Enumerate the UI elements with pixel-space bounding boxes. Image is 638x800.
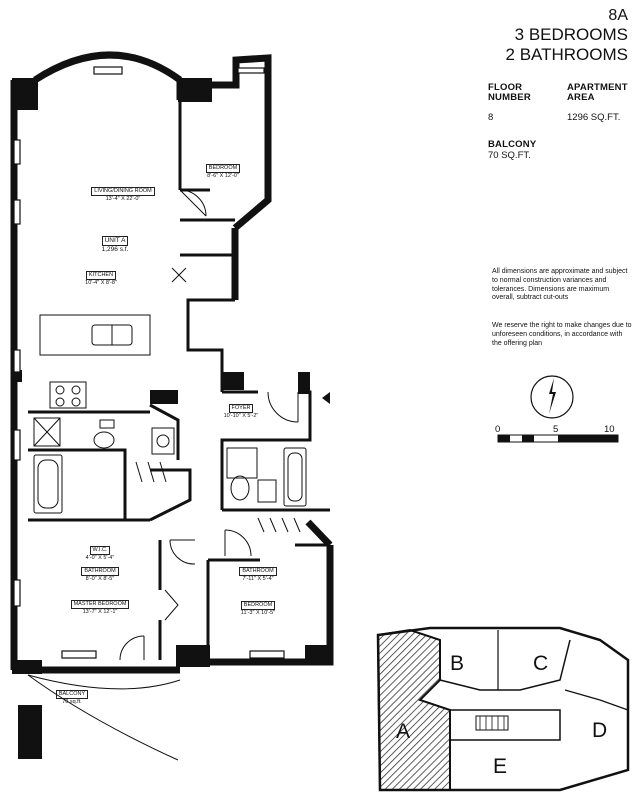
master-bedroom-dim: 13'-7" X 12'-1" [82,608,118,615]
room-label-bath2: BATHROOM 7'-11" X 5'-4" [235,567,281,583]
dimensions-disclaimer: All dimensions are approximate and subje… [492,268,628,302]
room-label-unit: UNIT A 1,296 s.f. [95,236,135,254]
room-label-master: MASTER BEDROOM 13'-7" X 12'-1" [70,600,130,616]
kitchen-name: KITCHEN [85,271,117,280]
entrance-arrow [322,392,330,404]
balcony-value: 70 SQ.FT. [488,150,531,161]
room-label-foyer: FOYER 10'-10" X 5'-2" [218,404,264,420]
floor-number-value: 8 [488,112,494,123]
key-plan-label-e: E [493,755,507,778]
north-arrow [530,375,574,419]
key-plan: A B C D E [376,626,630,792]
apartment-area-value: 1296 SQ.FT. [567,112,621,123]
bedroom-count: 3 BEDROOMS [514,25,628,44]
exterior-walls [10,51,334,674]
scale-bar: 0 5 10 [495,424,619,443]
kitchen-dim: 10'-4" X 8'-8" [85,279,117,286]
bath2-name: BATHROOM [239,567,277,576]
bedroom-top-name: BEDROOM [205,164,241,173]
room-label-wic: W.I.C. 4'-0" X 5'-4" [80,546,120,562]
wall-blocks [12,78,333,759]
scale-zero: 0 [495,424,500,435]
wic-name: W.I.C. [89,546,111,555]
foyer-dim: 10'-10" X 5'-2" [223,412,259,419]
bathroom-count: 2 BATHROOMS [505,45,628,64]
balcony-room-area: 70 sq.ft. [62,698,82,705]
key-plan-label-a: A [396,720,410,743]
key-plan-label-d: D [592,719,607,742]
key-plan-label-c: C [533,652,548,675]
room-label-living: LIVING/DINING ROOM 13'-4" X 22'-0" [78,187,168,203]
apartment-area-label: APARTMENT AREA [567,82,628,104]
scale-five: 5 [553,424,558,435]
wic-dim: 4'-0" X 5'-4" [85,554,115,561]
floor-number-label: FLOOR NUMBER [488,82,531,104]
foyer-name: FOYER [228,404,254,413]
bedroom-top-dim: 8'-6" X 12'-0" [207,172,239,179]
room-label-bath1: BATHROOM 8'-0" X 8'-5" [80,567,120,583]
unit-number: 8A [608,7,628,24]
room-label-bedroom2: BEDROOM 11'-3" X 10'-5" [235,601,281,617]
room-label-bedroom-top: BEDROOM 8'-6" X 12'-0" [198,164,248,180]
windows [13,66,285,659]
living-room-dim: 13'-4" X 22'-0" [105,195,141,202]
unit-area: 1,296 s.f. [101,246,129,254]
interior-walls [28,100,330,660]
bath1-dim: 8'-0" X 8'-5" [85,575,115,582]
key-plan-unit-a-highlight [376,628,451,791]
bedroom2-dim: 11'-3" X 10'-5" [240,609,276,616]
changes-disclaimer: We reserve the right to make changes due… [492,322,632,347]
balcony-label: BALCONY [488,139,537,150]
scale-ten: 10 [604,424,615,435]
key-plan-label-b: B [450,652,464,675]
room-label-kitchen: KITCHEN 10'-4" X 8'-8" [76,271,126,287]
bath1-name: BATHROOM [81,567,119,576]
living-room-name: LIVING/DINING ROOM [91,187,155,196]
master-bedroom-name: MASTER BEDROOM [70,600,130,609]
bath2-dim: 7'-11" X 5'-4" [242,575,274,582]
fixtures [33,267,307,533]
unit-name: UNIT A [101,236,129,247]
door-swings [27,189,299,761]
bedroom2-name: BEDROOM [240,601,276,610]
